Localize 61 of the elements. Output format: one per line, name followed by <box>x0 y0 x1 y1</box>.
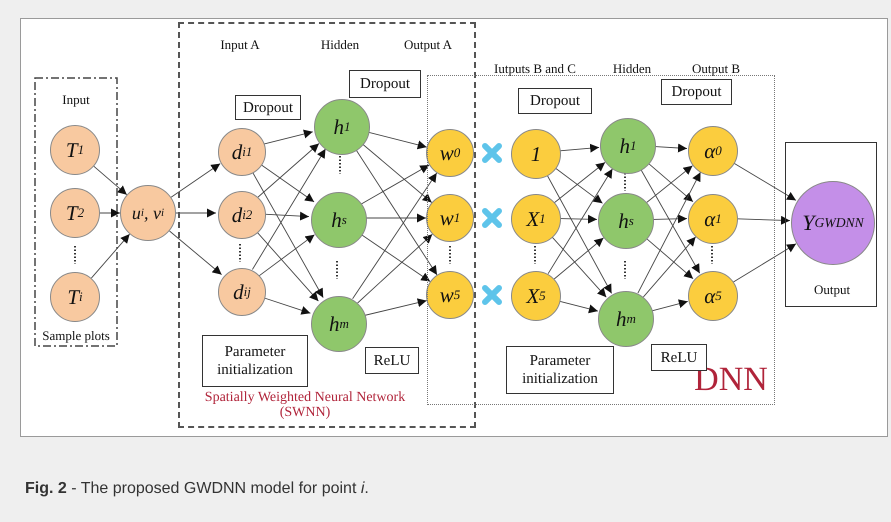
arrow <box>262 130 314 145</box>
arrow <box>364 298 428 316</box>
arrow <box>256 230 319 302</box>
group-label: Spatially Weighted Neural Network (SWNN) <box>204 390 406 421</box>
label-box: Parameter initialization <box>506 346 614 394</box>
arrow <box>652 299 688 312</box>
column-header: Input A <box>220 37 260 53</box>
arrow <box>554 167 603 204</box>
input-group-frame <box>34 77 118 347</box>
column-header: Iutputs B and C <box>494 61 576 77</box>
arrow <box>352 172 438 300</box>
label-box: ReLU <box>365 347 419 374</box>
arrow <box>546 174 612 294</box>
arrow <box>360 233 431 282</box>
arrow <box>551 236 607 298</box>
arrow <box>646 238 694 280</box>
arrow <box>259 163 315 202</box>
arrow <box>354 148 438 276</box>
group-label: Output <box>812 282 852 298</box>
label-box: Dropout <box>518 88 592 114</box>
arrow <box>264 212 310 221</box>
dnn-frame <box>427 75 775 405</box>
arrow <box>554 237 604 280</box>
arrow <box>93 166 128 196</box>
arrow <box>169 230 222 276</box>
arrow <box>176 208 216 218</box>
arrow <box>252 148 326 270</box>
group-label: Sample plots <box>41 328 111 344</box>
label-box: Parameter initialization <box>202 335 308 387</box>
column-header: Hidden <box>320 37 360 53</box>
arrow <box>360 164 430 204</box>
arrow <box>642 236 696 298</box>
label-box: Dropout <box>349 70 421 98</box>
group-label: Input <box>61 92 91 108</box>
arrow <box>548 168 613 274</box>
column-header: Output B <box>692 61 740 77</box>
column-header: Hidden <box>612 61 652 77</box>
arrow <box>559 144 600 153</box>
arrow <box>637 172 701 294</box>
arrow <box>90 234 130 279</box>
output-box <box>785 142 877 307</box>
arrow <box>732 162 796 201</box>
arrow <box>364 214 426 222</box>
arrow <box>652 214 688 224</box>
arrow <box>357 234 433 304</box>
arrow <box>258 234 315 276</box>
arrow <box>640 168 700 274</box>
label-box: Dropout <box>235 95 301 120</box>
arrow <box>170 163 221 198</box>
figure-caption: Fig. 2 - The proposed GWDNN model for point i. <box>25 480 369 498</box>
column-header: Output A <box>404 37 452 53</box>
arrow <box>558 300 598 314</box>
arrow <box>554 162 606 203</box>
arrow <box>736 216 790 225</box>
arrow <box>560 214 598 224</box>
arrow <box>258 143 320 198</box>
arrow <box>654 143 688 152</box>
label-box: ReLU <box>651 344 707 371</box>
arrow <box>732 243 797 282</box>
arrow <box>100 208 120 218</box>
label-box: Dropout <box>661 79 732 105</box>
